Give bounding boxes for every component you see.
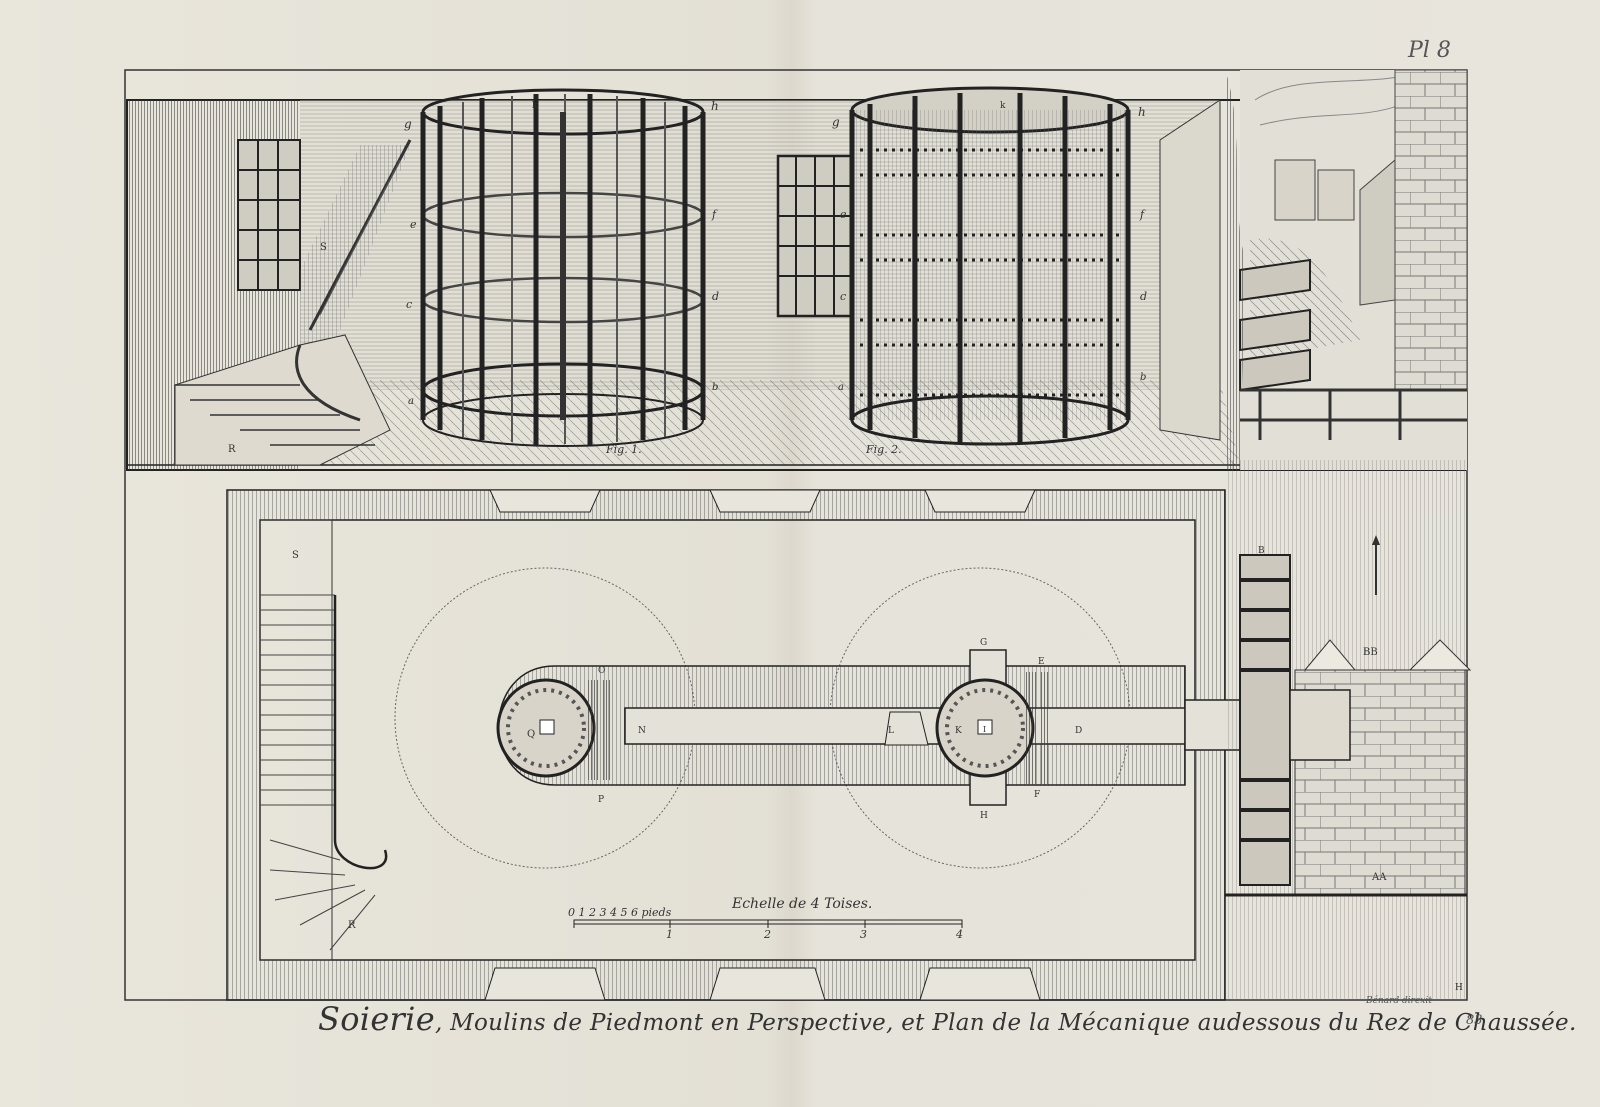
svg-text:b: b [712,382,718,393]
svg-text:S: S [292,550,299,561]
svg-text:N: N [638,726,646,736]
svg-text:0 1 2 3 4 5 6 pieds: 0 1 2 3 4 5 6 pieds [568,906,672,919]
svg-text:b: b [1140,372,1146,383]
svg-text:a: a [838,382,844,393]
svg-text:B: B [1258,546,1265,556]
svg-text:d: d [712,290,719,303]
svg-text:P: P [598,795,604,805]
svg-text:D: D [1075,726,1082,736]
svg-text:f: f [1139,208,1146,221]
stair-label-R: R [228,444,236,455]
svg-text:f: f [711,208,718,221]
staircase: S R [174,139,412,466]
silk-mill-figure-1: g h k e f c d a b [404,88,719,447]
ground-plan: S R O P Q N L K I G H E F D [226,460,1472,1001]
svg-text:d: d [1140,290,1147,303]
svg-text:c: c [406,298,412,311]
svg-text:1: 1 [666,928,673,941]
figure-2-label: Fig. 2. [865,443,902,456]
svg-text:E: E [1038,657,1045,667]
left-window [237,139,301,291]
svg-text:k: k [1000,101,1006,111]
stair-label-S: S [320,242,327,253]
svg-text:BB: BB [1363,647,1378,658]
svg-text:c: c [840,290,846,303]
svg-text:AA: AA [1371,872,1387,883]
page-number: 83 [1466,1013,1483,1028]
scale-bar: 0 1 2 3 4 5 6 pieds Echelle de 4 Toises.… [568,896,963,941]
perspective-room: S R g h k e f c d a b [127,69,1468,470]
exterior-view [1159,69,1468,470]
svg-text:Q: Q [527,729,535,740]
silk-mill-figure-2: g h k e f c d a b [832,86,1147,446]
svg-text:O: O [598,666,605,676]
svg-text:e: e [840,208,847,221]
plate-number: Pl 8 [1408,38,1451,63]
svg-text:F: F [1034,790,1040,800]
svg-text:I: I [983,725,986,734]
svg-text:4: 4 [955,928,963,941]
svg-text:e: e [410,218,417,231]
svg-text:L: L [888,726,894,736]
svg-text:R: R [348,920,356,931]
svg-text:H: H [1455,983,1463,993]
svg-text:H: H [980,811,988,821]
svg-text:g: g [832,115,840,129]
svg-text:a: a [408,396,414,407]
svg-text:g: g [404,117,412,131]
stair-plan: S R [259,519,388,961]
svg-text:3: 3 [860,928,867,941]
svg-text:2: 2 [763,928,771,941]
caption-text: , Moulins de Piedmont en Perspective, et… [434,1010,1577,1036]
figure-1-label: Fig. 1. [605,443,642,456]
svg-text:k: k [532,101,538,111]
svg-text:K: K [955,726,962,736]
engraver-signature: Bénard direxit [1366,996,1432,1006]
plate-caption: Soierie, Moulins de Piedmont en Perspect… [318,1000,1577,1038]
caption-lead: Soierie [318,1000,435,1038]
svg-text:G: G [980,638,987,648]
svg-text:h: h [1138,105,1146,119]
svg-text:h: h [711,99,719,113]
scale-title: Echelle de 4 Toises. [731,896,872,912]
